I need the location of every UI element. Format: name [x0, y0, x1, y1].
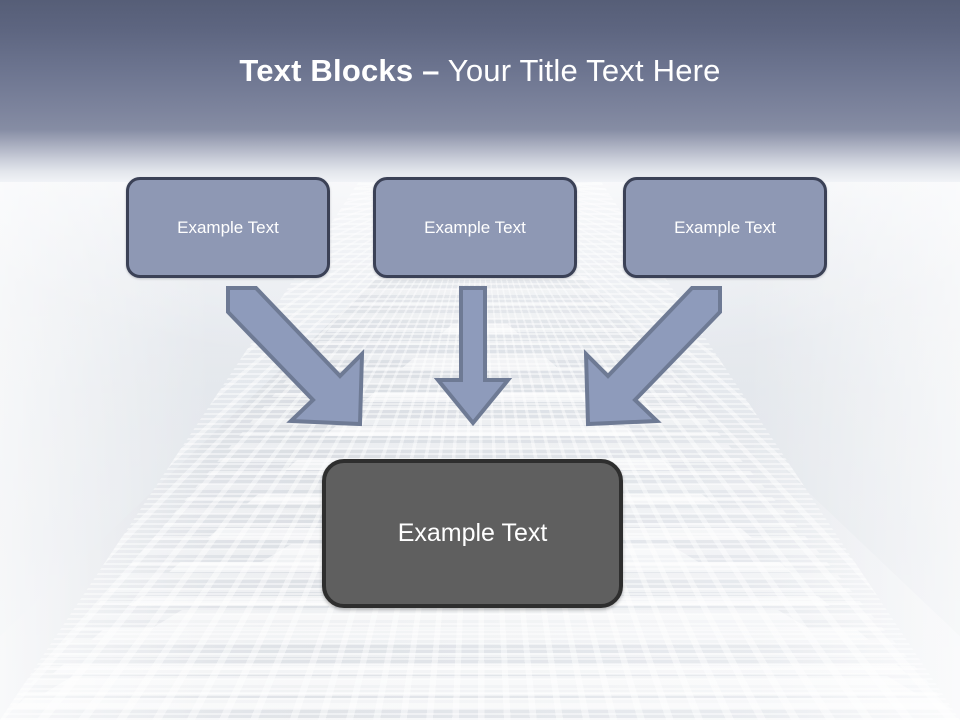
text-block-2-label: Example Text — [424, 217, 526, 237]
text-block-3-label: Example Text — [674, 217, 776, 237]
title-band-fade — [0, 130, 960, 182]
page-title-light: Your Title Text Here — [439, 53, 721, 88]
text-block-3[interactable]: Example Text — [623, 177, 827, 278]
page-title: Text Blocks – Your Title Text Here — [0, 52, 960, 90]
text-block-result[interactable]: Example Text — [322, 459, 623, 608]
title-band — [0, 0, 960, 130]
text-block-result-label: Example Text — [397, 519, 548, 547]
text-block-2[interactable]: Example Text — [373, 177, 577, 278]
page-title-bold: Text Blocks – — [239, 53, 440, 88]
text-block-1-label: Example Text — [177, 217, 279, 237]
text-block-1[interactable]: Example Text — [126, 177, 330, 278]
